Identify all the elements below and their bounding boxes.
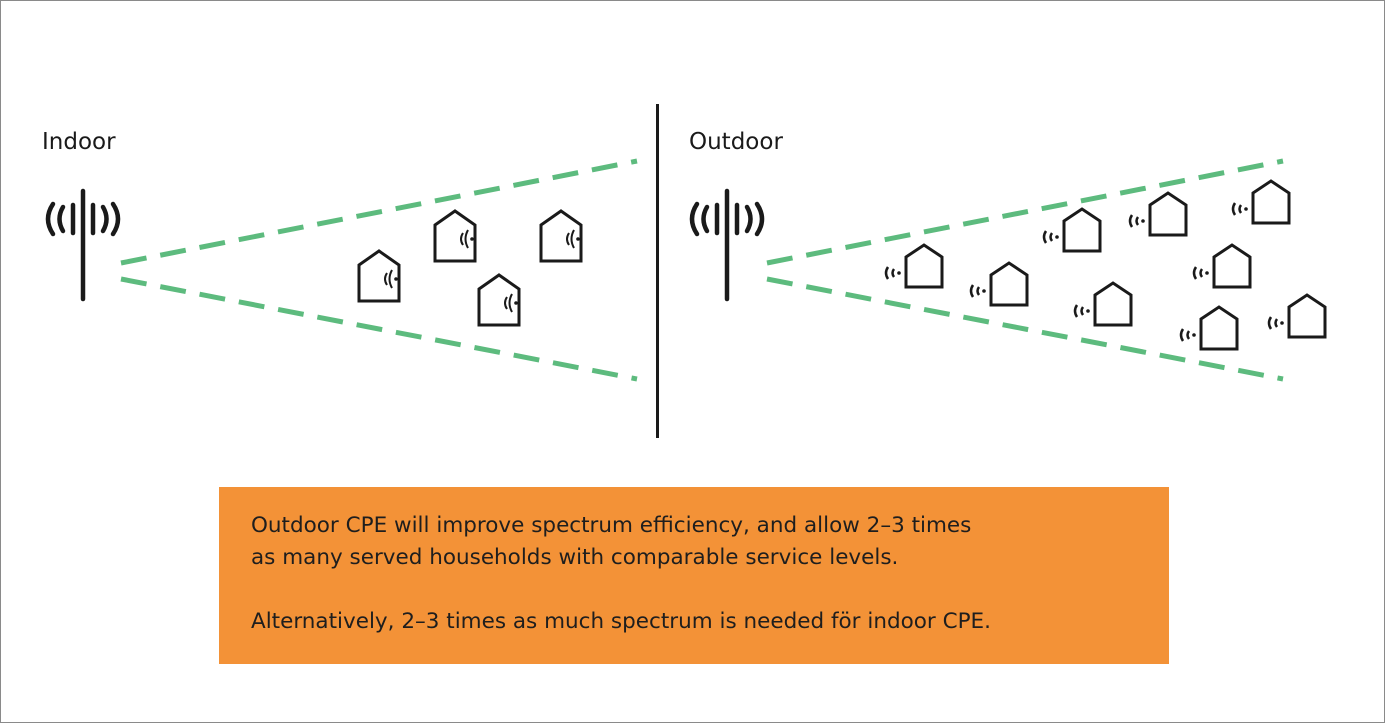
outdoor-tower-icon xyxy=(689,188,765,302)
outdoor-label: Outdoor xyxy=(689,129,783,155)
outdoor-house-icon xyxy=(884,243,944,289)
indoor-house-icon xyxy=(539,209,583,263)
outdoor-house-icon xyxy=(1179,305,1239,351)
outdoor-house-icon xyxy=(1042,207,1102,253)
outdoor-house-icon xyxy=(1192,243,1252,289)
spacer xyxy=(251,574,1137,606)
panel-divider xyxy=(656,104,659,438)
coverage-diagram xyxy=(45,158,1327,382)
indoor-label: Indoor xyxy=(42,129,116,155)
info-line: Outdoor CPE will improve spectrum effici… xyxy=(251,513,972,538)
indoor-beam xyxy=(120,158,638,382)
info-line: as many served households with comparabl… xyxy=(251,545,899,570)
outdoor-houses xyxy=(884,179,1327,351)
outdoor-house-icon xyxy=(1128,191,1188,237)
outdoor-house-icon xyxy=(1231,179,1291,225)
indoor-house-icon xyxy=(433,209,477,263)
info-line: Alternatively, 2–3 times as much spectru… xyxy=(251,609,991,634)
outdoor-house-icon xyxy=(1267,293,1327,339)
indoor-tower-icon xyxy=(45,188,121,302)
indoor-house-icon xyxy=(357,249,401,303)
outdoor-beam xyxy=(766,158,1284,382)
indoor-house-icon xyxy=(477,273,521,327)
outdoor-house-icon xyxy=(969,261,1029,307)
info-callout: Outdoor CPE will improve spectrum effici… xyxy=(219,487,1169,664)
outdoor-house-icon xyxy=(1073,281,1133,327)
